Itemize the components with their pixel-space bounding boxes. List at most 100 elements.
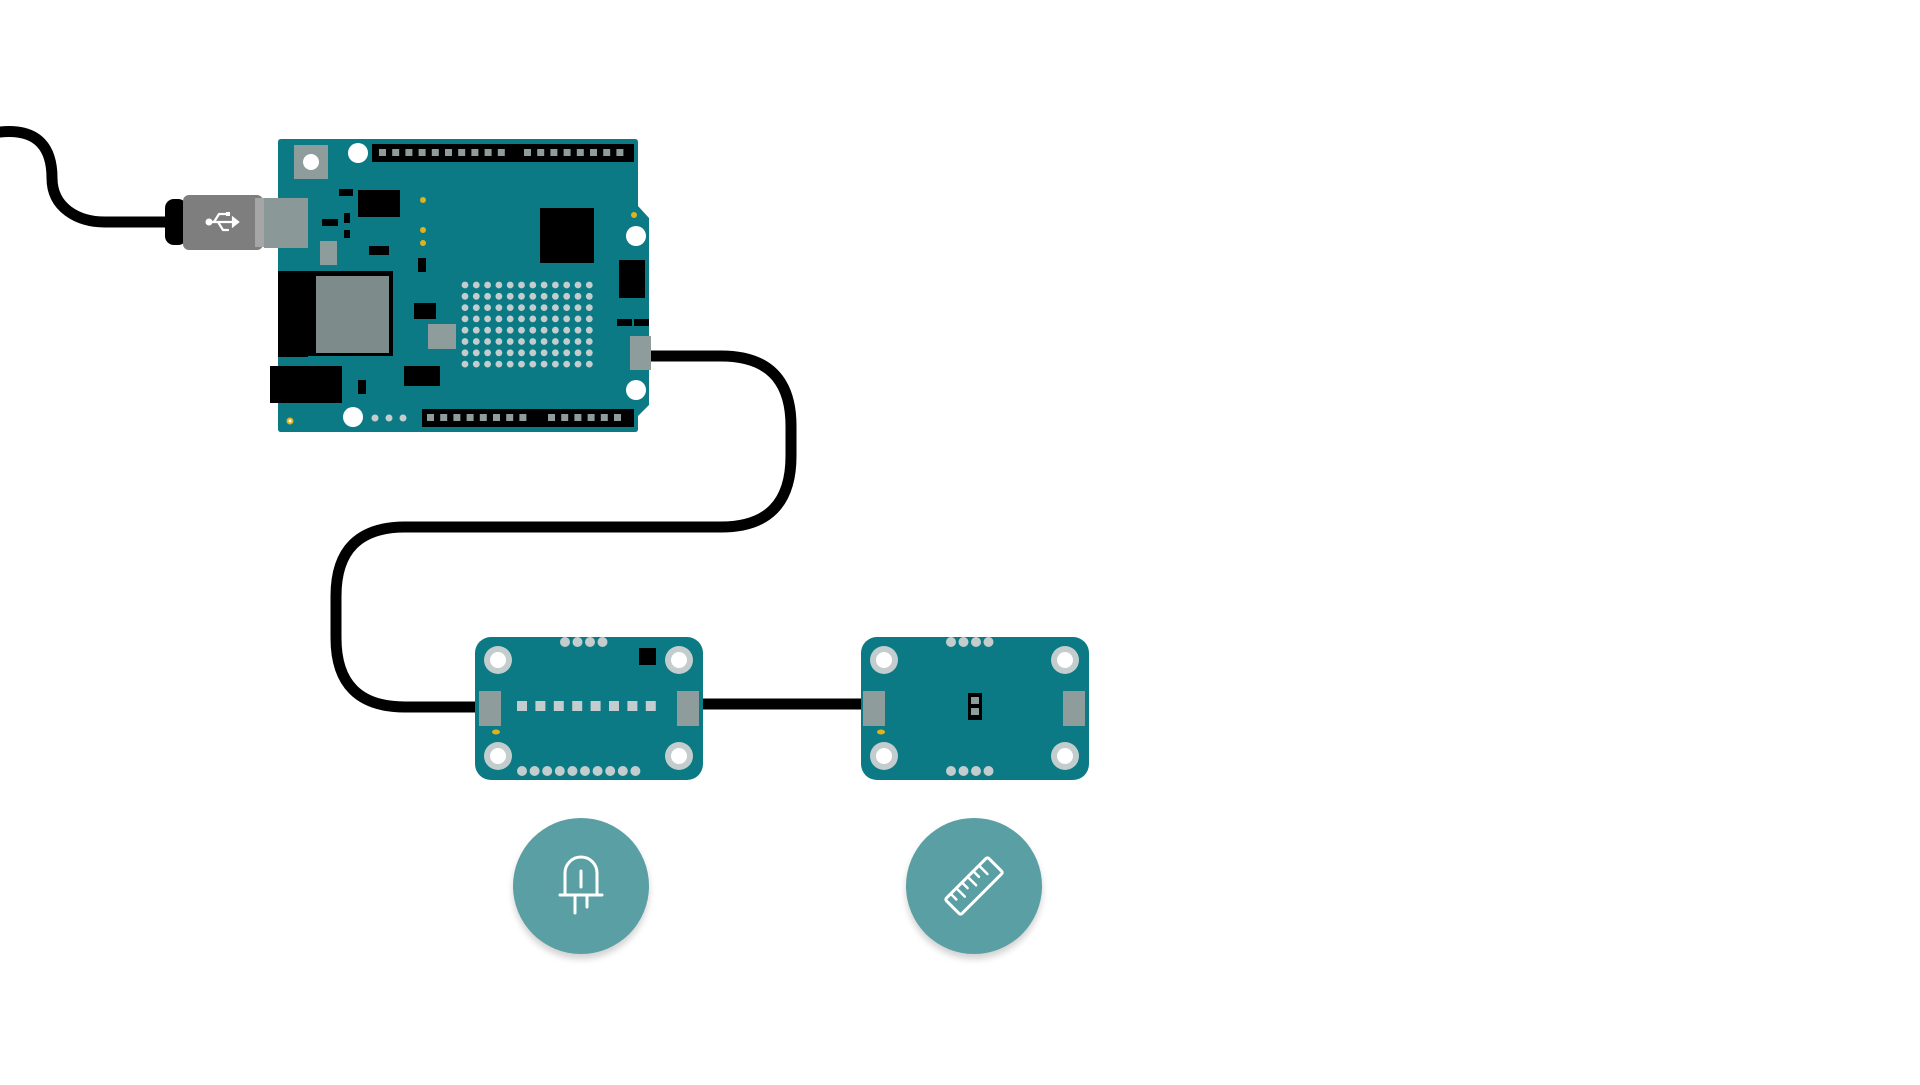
matrix-led <box>552 281 559 289</box>
header-pin <box>493 414 500 421</box>
matrix-led <box>563 349 571 357</box>
matrix-led <box>506 349 514 357</box>
module-pin <box>617 766 628 776</box>
matrix-led <box>518 281 525 289</box>
header-pin <box>603 149 611 156</box>
matrix-led <box>461 338 469 345</box>
header-pin <box>497 149 505 156</box>
matrix-led <box>585 326 593 334</box>
header-pin <box>458 149 466 156</box>
connector-right <box>677 691 699 726</box>
matrix-led <box>540 349 548 357</box>
matrix-led <box>574 326 582 334</box>
header-pin <box>445 149 452 156</box>
matrix-led <box>461 326 469 334</box>
matrix-led <box>574 315 582 323</box>
barrel-jack <box>270 366 342 403</box>
led-matrix-module <box>475 637 703 780</box>
header-pin <box>431 149 439 156</box>
matrix-led <box>585 349 593 357</box>
header-pin <box>548 414 555 421</box>
module-shield <box>316 276 389 353</box>
matrix-led <box>506 338 514 345</box>
module-pin <box>983 637 994 647</box>
header-pin <box>471 149 479 156</box>
matrix-led <box>461 360 469 368</box>
matrix-led <box>540 304 548 311</box>
matrix-led <box>484 349 491 357</box>
matrix-led <box>495 304 503 311</box>
header-pin <box>519 414 527 421</box>
header-pin <box>574 414 582 421</box>
matrix-led <box>574 281 582 289</box>
module-pin <box>630 766 641 776</box>
header-pin <box>616 149 624 156</box>
header-pin <box>576 149 584 156</box>
matrix-led <box>585 315 593 323</box>
module-pin <box>554 766 565 776</box>
header-pin <box>427 414 434 421</box>
matrix-led <box>484 315 491 323</box>
matrix-led <box>574 349 582 357</box>
connector-right <box>1063 691 1085 726</box>
module-led <box>535 701 546 711</box>
matrix-led <box>563 281 571 289</box>
usb-port <box>264 198 308 248</box>
matrix-led <box>506 360 514 368</box>
matrix-led <box>529 304 537 311</box>
module-pin <box>946 766 956 776</box>
module-led <box>609 701 619 711</box>
header-pin <box>524 149 531 156</box>
usb-connector <box>165 195 265 250</box>
header-pin <box>587 414 595 421</box>
module-led <box>517 701 527 711</box>
matrix-led <box>563 338 571 345</box>
matrix-led <box>574 360 582 368</box>
microcontroller-board <box>264 139 651 432</box>
matrix-led <box>585 292 593 300</box>
matrix-led <box>472 360 480 368</box>
mount-hole <box>343 407 363 427</box>
module-pin <box>517 766 527 776</box>
matrix-led <box>540 326 548 334</box>
matrix-led <box>552 338 559 345</box>
matrix-led <box>540 338 548 345</box>
matrix-led <box>574 304 582 311</box>
matrix-led <box>472 326 480 334</box>
matrix-led <box>495 292 503 300</box>
led-matrix <box>461 281 593 368</box>
matrix-led <box>484 326 491 334</box>
matrix-led <box>574 292 582 300</box>
header-pin <box>614 414 621 421</box>
distance-sensor-button[interactable] <box>906 818 1042 954</box>
module-led <box>590 701 601 711</box>
header-pin <box>563 149 571 156</box>
module-pin <box>567 766 578 776</box>
module-pin <box>971 766 981 776</box>
header-pin <box>392 149 400 156</box>
matrix-led <box>529 292 537 300</box>
ruler-icon <box>944 856 1004 916</box>
power-jack <box>278 271 308 357</box>
mount-hole <box>626 226 646 246</box>
header-pin <box>379 149 386 156</box>
module-pin <box>597 637 608 647</box>
matrix-led <box>552 304 559 311</box>
matrix-led <box>506 326 514 334</box>
module-led <box>572 701 583 711</box>
matrix-led <box>585 281 593 289</box>
matrix-led <box>585 360 593 368</box>
status-led <box>420 227 426 233</box>
header-pin <box>590 149 597 156</box>
led-button[interactable] <box>513 818 649 954</box>
header-pin <box>537 149 545 156</box>
matrix-led <box>529 281 537 289</box>
matrix-led <box>506 292 514 300</box>
matrix-led <box>472 292 480 300</box>
matrix-led <box>472 304 480 311</box>
bottom-header <box>422 409 634 427</box>
matrix-led <box>484 292 491 300</box>
matrix-led <box>472 315 480 323</box>
